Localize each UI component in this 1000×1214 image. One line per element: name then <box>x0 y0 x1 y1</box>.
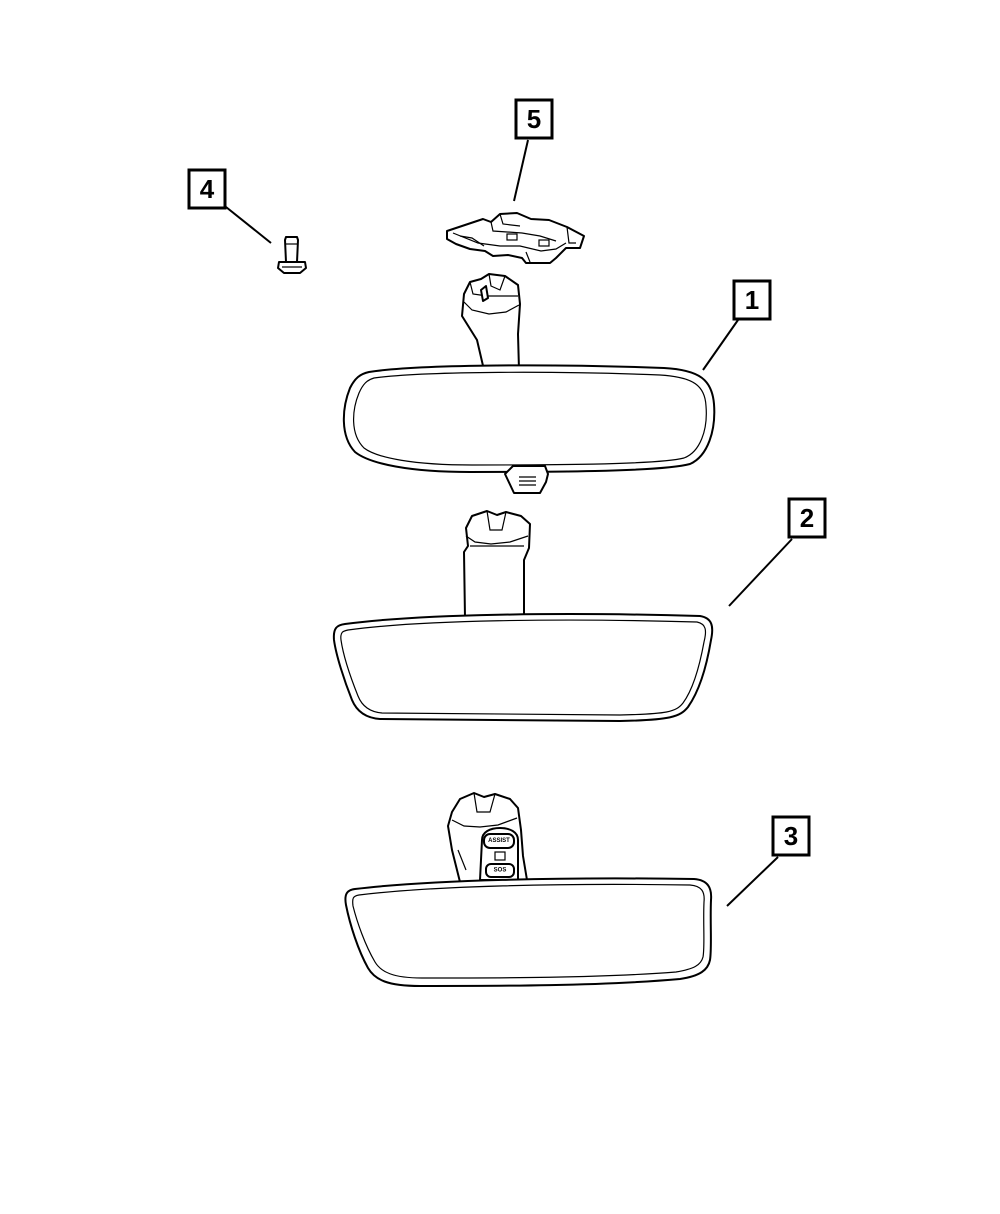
callout-3-label: 3 <box>784 821 798 851</box>
callout-2-label: 2 <box>800 503 814 533</box>
mounting-bracket-part <box>446 212 585 264</box>
assist-button-label: ASSIST <box>488 838 510 844</box>
mirror-3-part: ASSIST SOS <box>344 792 713 987</box>
callout-1-label: 1 <box>745 285 759 315</box>
sos-button-label: SOS <box>494 868 507 874</box>
mirror-2-part <box>332 510 714 722</box>
callout-3[interactable]: 3 <box>726 815 811 907</box>
callout-4[interactable]: 4 <box>187 168 272 244</box>
callout-4-label: 4 <box>200 174 215 204</box>
callout-2[interactable]: 2 <box>728 497 827 607</box>
callout-1[interactable]: 1 <box>702 279 772 371</box>
callout-5[interactable]: 5 <box>513 98 554 202</box>
mirror-1-part <box>342 273 716 494</box>
screw-part <box>277 236 307 274</box>
callout-5-label: 5 <box>527 104 541 134</box>
